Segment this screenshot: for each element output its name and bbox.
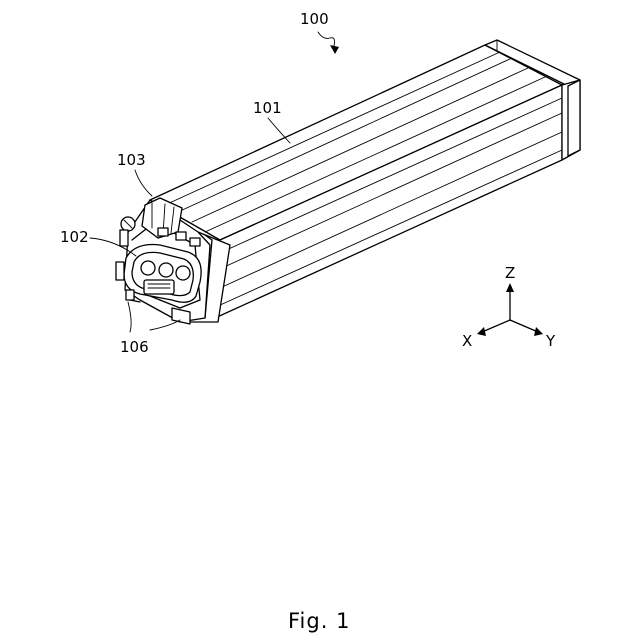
axis-x-label: X (462, 332, 472, 350)
rear-cap-face (568, 80, 580, 156)
ref-housing-label: 101 (253, 99, 282, 117)
connector-pin-2 (159, 263, 173, 277)
ref-latch-label: 103 (117, 151, 146, 169)
figure-caption: Fig. 1 (288, 609, 350, 633)
latch-tab-3 (190, 238, 200, 246)
ref-bracket-label: 106 (120, 338, 149, 356)
axis-z-arrowhead (506, 283, 514, 292)
ref-bracket-leader-2 (150, 320, 180, 330)
ref-bracket-leader (128, 302, 131, 332)
connector-side-tab (116, 262, 124, 280)
connector-pin-3 (176, 266, 190, 280)
ref-assembly-arrowhead (330, 45, 339, 54)
connector-pin-1 (141, 261, 155, 275)
axis-y-label: Y (545, 332, 556, 350)
connector-port (144, 280, 174, 294)
ref-assembly-label: 100 (300, 10, 329, 28)
axis-y-line (510, 320, 538, 332)
axis-y-arrowhead (534, 327, 543, 336)
left-post (120, 230, 128, 246)
ref-connector-label: 102 (60, 228, 89, 246)
ref-housing-leader (268, 118, 290, 143)
axis-x-arrowhead (477, 327, 486, 336)
ref-latch-leader (135, 170, 152, 196)
axis-triad: Z X Y (462, 264, 556, 350)
latch-tab-1 (158, 228, 168, 236)
axis-x-line (482, 320, 510, 332)
axis-z-label: Z (505, 264, 515, 282)
ref-assembly-leader (318, 32, 335, 46)
latch-tab-2 (176, 232, 186, 240)
bracket-clip (126, 290, 134, 300)
